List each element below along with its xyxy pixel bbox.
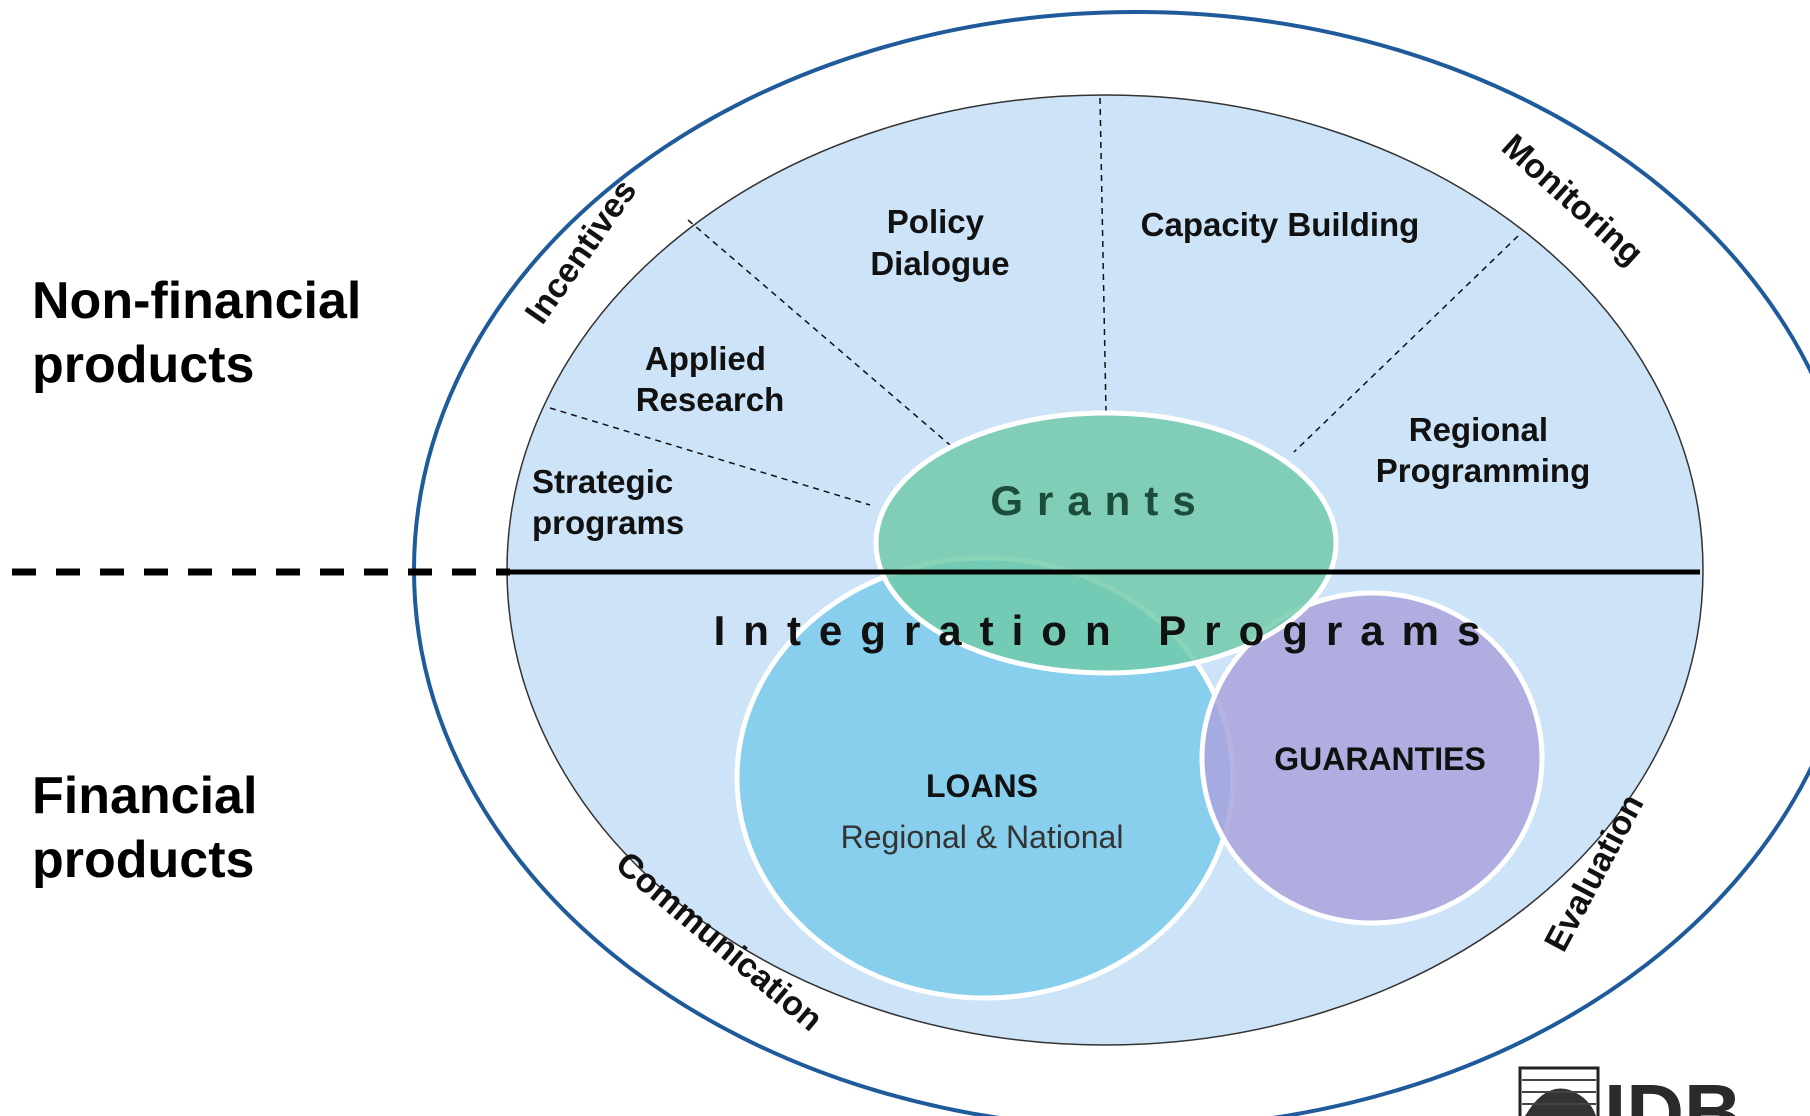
applied-research-label: Applied Research bbox=[636, 340, 785, 418]
divider-capacity-regional bbox=[1293, 235, 1519, 453]
divider-policy-capacity bbox=[1099, 97, 1107, 413]
guaranties-circle bbox=[1199, 590, 1545, 926]
globe-icon bbox=[1518, 1066, 1600, 1116]
grants-label: Grants bbox=[990, 477, 1209, 524]
regional-programming-label: Regional Programming bbox=[1376, 411, 1591, 489]
grants-circle bbox=[873, 410, 1339, 676]
non-financial-label: Non-financial products bbox=[32, 272, 376, 394]
strategic-programs-label: Strategic programs bbox=[532, 463, 684, 541]
idb-logo-text: IDB bbox=[1604, 1068, 1742, 1116]
loans-title: LOANS bbox=[926, 768, 1038, 804]
loans-subtitle: Regional & National bbox=[841, 819, 1124, 855]
idb-logo: IDB bbox=[1518, 1066, 1742, 1116]
capacity-building-label: Capacity Building bbox=[1141, 206, 1420, 243]
divider-strategic-research bbox=[549, 407, 871, 506]
policy-dialogue-label: Policy Dialogue bbox=[870, 203, 1009, 282]
segment-dividers bbox=[549, 97, 1519, 506]
divider-research-policy bbox=[687, 219, 951, 446]
guaranties-label: GUARANTIES bbox=[1274, 741, 1486, 777]
financial-label: Financial products bbox=[32, 767, 272, 889]
integration-programs-label: Integration Programs bbox=[714, 607, 1499, 654]
